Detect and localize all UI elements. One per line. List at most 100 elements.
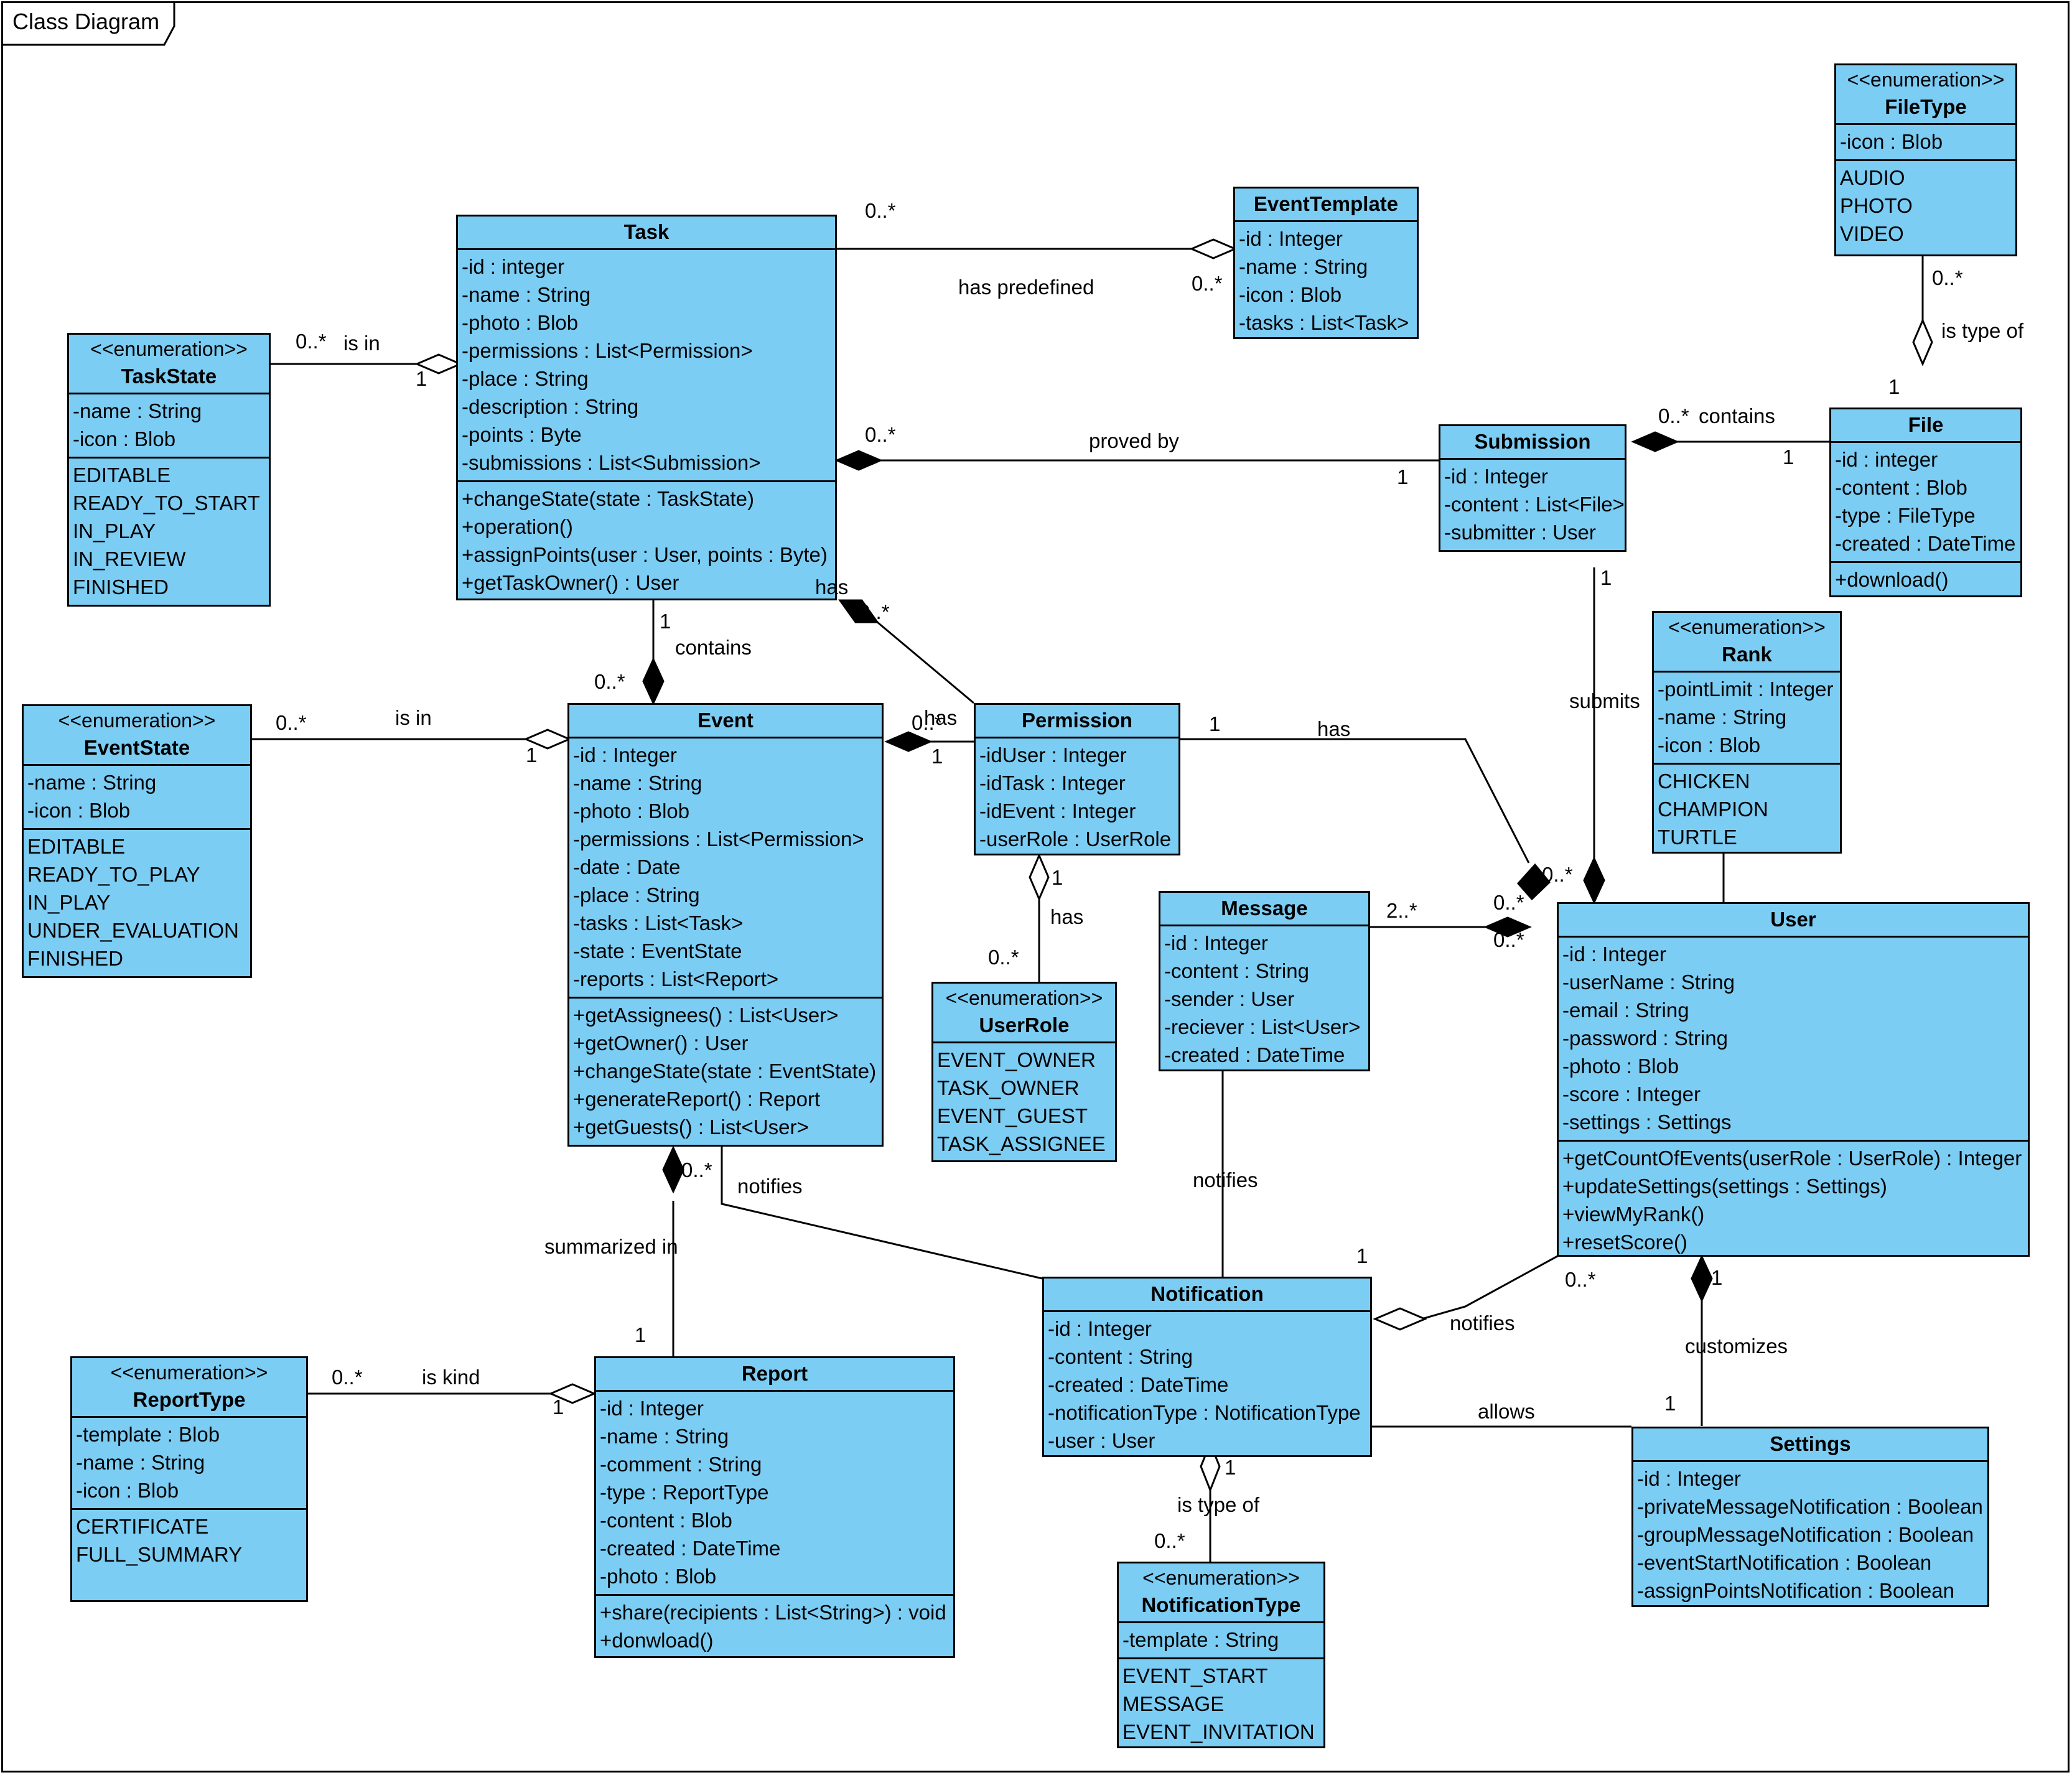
class-event[interactable]: Event -id : Integer -name : String -phot… [567, 703, 884, 1147]
attribute: -id : Integer [573, 743, 677, 766]
multiplicity: 1 [635, 1323, 646, 1346]
attribute: -sender : User [1164, 987, 1295, 1010]
class-name: Report [741, 1362, 808, 1385]
enum-literal: IN_REVIEW [73, 547, 186, 571]
diamond-filled-user-permission [1516, 863, 1551, 901]
attribute: -description : String [462, 395, 639, 418]
multiplicity: 2..* [1386, 899, 1417, 922]
class-message[interactable]: Message -id : Integer -content : String … [1159, 891, 1370, 1071]
attribute: -date : Date [573, 855, 681, 878]
stereotype: <<enumeration>> [1847, 68, 2005, 91]
attribute: -idTask : Integer [979, 771, 1126, 794]
enum-literal: VIDEO [1840, 222, 1904, 245]
attribute: -name : String [27, 771, 157, 794]
attribute: -groupMessageNotification : Boolean [1637, 1523, 1974, 1546]
attribute: -points : Byte [462, 423, 582, 446]
class-rank[interactable]: <<enumeration>> Rank -pointLimit : Integ… [1652, 611, 1842, 854]
class-userrole[interactable]: <<enumeration>> UserRole EVENT_OWNER TAS… [931, 982, 1117, 1162]
attribute: -icon : Blob [76, 1479, 179, 1502]
attribute: -eventStartNotification : Boolean [1637, 1551, 1932, 1574]
attributes: -id : Integer -content : List<File> -sub… [1440, 460, 1625, 550]
attribute: -id : integer [1835, 448, 1938, 471]
attribute: -content : String [1164, 959, 1309, 982]
multiplicity: 0..* [1658, 404, 1689, 427]
association-name: is kind [422, 1366, 480, 1389]
enum-literal: UNDER_EVALUATION [27, 919, 239, 942]
class-name: Task [623, 220, 670, 243]
multiplicity: 1 [1888, 375, 1900, 398]
attribute: -pointLimit : Integer [1658, 678, 1834, 701]
edge-permission-user [1180, 738, 1530, 864]
attributes: -template : Blob -name : String -icon : … [72, 1418, 306, 1510]
attribute: -name : String [1239, 255, 1368, 278]
attribute: -id : Integer [600, 1397, 704, 1420]
class-file[interactable]: File -id : integer -content : Blob -type… [1829, 408, 2022, 597]
multiplicity: 0..* [276, 711, 307, 734]
association-name: has predefined [958, 276, 1094, 299]
multiplicity: 1 [1600, 566, 1612, 589]
enum-literal: EVENT_GUEST [937, 1104, 1088, 1127]
class-filetype[interactable]: <<enumeration>> FileType -icon : Blob AU… [1834, 63, 2017, 256]
operation: +changeState(state : TaskState) [462, 487, 754, 510]
edge-task-permission [877, 621, 974, 704]
operations: +changeState(state : TaskState) +operati… [458, 482, 835, 600]
stereotype: <<enumeration>> [110, 1361, 268, 1384]
attribute: -state : EventState [573, 939, 742, 962]
multiplicity: 0..* [296, 330, 327, 353]
enum-literal: TASK_OWNER [937, 1076, 1080, 1099]
multiplicity: 0..* [1192, 272, 1223, 295]
attribute: -created : DateTime [600, 1537, 781, 1560]
attributes: -id : Integer -name : String -icon : Blo… [1235, 222, 1417, 340]
class-submission[interactable]: Submission -id : Integer -content : List… [1439, 424, 1626, 552]
class-user[interactable]: User -id : Integer -userName : String -e… [1557, 902, 2030, 1257]
multiplicity: 0..* [681, 1158, 712, 1181]
association-name: customizes [1685, 1335, 1788, 1358]
stereotype: <<enumeration>> [1668, 616, 1826, 638]
enum-literal: TASK_ASSIGNEE [937, 1132, 1106, 1155]
enum-literals: EDITABLE READY_TO_START IN_PLAY IN_REVIE… [69, 459, 269, 605]
attribute: -id : Integer [1164, 931, 1268, 954]
multiplicity: 0..* [1493, 928, 1524, 951]
class-settings[interactable]: Settings -id : Integer -privateMessageNo… [1631, 1427, 1989, 1607]
attribute: -icon : Blob [1658, 734, 1761, 757]
class-report[interactable]: Report -id : Integer -name : String -com… [594, 1356, 955, 1658]
attribute: -reciever : List<User> [1164, 1015, 1361, 1038]
class-eventstate[interactable]: <<enumeration>> EventState -name : Strin… [22, 704, 252, 978]
association-name: has [1317, 717, 1351, 740]
enum-literals: EVENT_START MESSAGE EVENT_INVITATION [1119, 1659, 1323, 1749]
class-notificationtype[interactable]: <<enumeration>> NotificationType -templa… [1117, 1562, 1325, 1748]
class-name: User [1770, 908, 1816, 931]
association-name: summarized in [544, 1235, 678, 1258]
attributes: -icon : Blob [1836, 125, 2015, 161]
enum-literal: AUDIO [1840, 166, 1905, 189]
operation: +getGuests() : List<User> [573, 1116, 809, 1139]
class-taskstate[interactable]: <<enumeration>> TaskState -name : String… [67, 333, 271, 607]
class-task[interactable]: Task -id : integer -name : String -photo… [456, 215, 837, 600]
multiplicity: 0..* [988, 946, 1019, 969]
class-eventtemplate[interactable]: EventTemplate -id : Integer -name : Stri… [1233, 187, 1419, 339]
enum-literal: EDITABLE [73, 464, 171, 487]
attributes: -id : integer -content : Blob -type : Fi… [1831, 443, 2020, 563]
attribute: -photo : Blob [1562, 1055, 1679, 1078]
class-name: Permission [1022, 709, 1132, 732]
attribute: -email : String [1562, 999, 1689, 1022]
attribute: -assignPointsNotification : Boolean [1637, 1579, 1954, 1602]
attribute: -password : String [1562, 1027, 1728, 1050]
class-name: UserRole [979, 1013, 1070, 1037]
enum-literal: PHOTO [1840, 194, 1913, 217]
association-name: contains [675, 636, 752, 659]
association-name: is type of [1177, 1493, 1260, 1516]
enum-literal: EDITABLE [27, 835, 126, 858]
class-reporttype[interactable]: <<enumeration>> ReportType -template : B… [70, 1356, 308, 1602]
class-notification[interactable]: Notification -id : Integer -content : St… [1042, 1277, 1372, 1457]
enum-literal: IN_PLAY [27, 891, 111, 914]
class-permission[interactable]: Permission -idUser : Integer -idTask : I… [974, 703, 1180, 855]
multiplicity: 1 [1209, 712, 1221, 735]
attribute: -type : ReportType [600, 1481, 769, 1504]
attributes: -id : Integer -userName : String -email … [1559, 938, 2028, 1142]
enum-literal: CHAMPION [1658, 798, 1768, 821]
attribute: -icon : Blob [73, 427, 176, 450]
attribute: -icon : Blob [1840, 130, 1943, 153]
attribute: -photo : Blob [600, 1565, 717, 1588]
